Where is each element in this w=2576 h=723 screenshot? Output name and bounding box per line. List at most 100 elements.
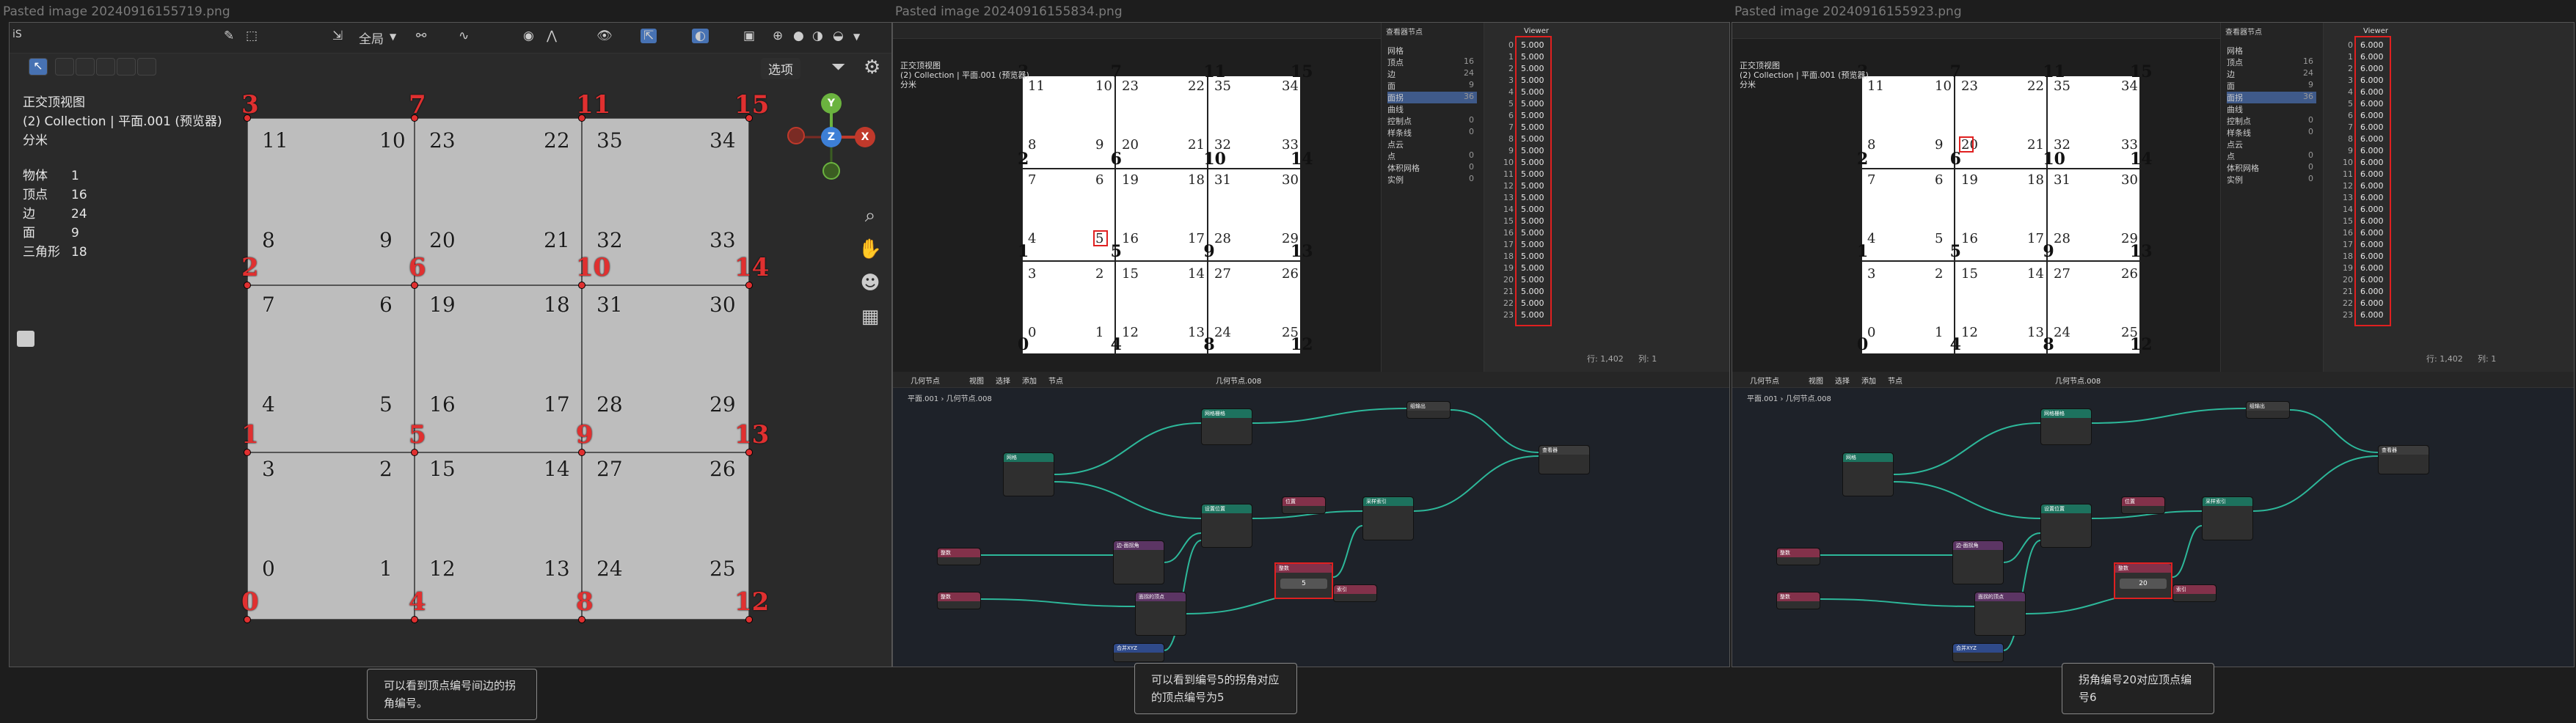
camera-icon[interactable]: ☻ — [860, 272, 880, 294]
menu-item[interactable]: 视图 — [1809, 378, 1823, 386]
graph-node[interactable]: 网格栅格 — [1201, 408, 1252, 445]
graph-node[interactable]: 整数 — [937, 548, 981, 565]
overlay-icon[interactable]: ◐ — [692, 29, 709, 43]
shading-dropdown-icon[interactable]: ▼ — [853, 32, 861, 42]
graph-node[interactable]: 整数 — [937, 592, 981, 609]
filter-icon[interactable]: ⏷ — [831, 56, 846, 77]
node-tree-name[interactable]: 几何节点.008 — [1216, 378, 1262, 386]
outliner-item[interactable]: 曲线 — [1387, 103, 1477, 115]
pan-hand-icon[interactable]: ✋ — [858, 238, 883, 260]
zoom-icon[interactable]: ⌕ — [864, 205, 876, 227]
gear-icon[interactable]: ⚙ — [864, 56, 881, 78]
select-mode-intersect-button[interactable] — [137, 58, 156, 76]
select-mode-extend-button[interactable] — [76, 58, 95, 76]
navigation-gizmo[interactable]: Y X Z — [787, 93, 875, 181]
vertex-point[interactable] — [411, 282, 418, 289]
viewport-3d[interactable]: iS ✎ ⬚ ⇲ 全局 ▼ ⚯ ∿ ◉ ⋀ 👁 ⇱ ◐ ▣ ⊕ ● ◑ ◒ ▼ … — [9, 22, 892, 667]
menu-item[interactable]: 节点 — [1888, 378, 1902, 386]
graph-node[interactable]: 设置位置 — [2040, 504, 2092, 548]
vertex-point[interactable] — [244, 616, 251, 623]
graph-node[interactable]: 网格 — [1003, 452, 1054, 496]
graph-node[interactable]: 组输出 — [2246, 401, 2290, 419]
gizmo-neg-y-axis[interactable] — [822, 162, 840, 180]
vertex-point[interactable] — [745, 282, 753, 289]
pivot-icon[interactable]: ⚯ — [416, 29, 427, 43]
vertex-point[interactable] — [411, 114, 418, 122]
graph-node[interactable]: 合并XYZ — [1113, 643, 1164, 662]
outliner-item[interactable]: 点云 — [2227, 139, 2316, 150]
integer-value-field[interactable]: 5 — [1280, 579, 1327, 589]
menu-item[interactable]: 视图 — [969, 378, 984, 386]
graph-node[interactable]: 网格 — [1842, 452, 1894, 496]
graph-node[interactable]: 组输出 — [1406, 401, 1451, 419]
graph-node[interactable]: 查看器 — [2378, 445, 2429, 474]
select-mode-invert-button[interactable] — [117, 58, 136, 76]
gizmo-z-axis[interactable]: Z — [821, 127, 842, 147]
material-shading-icon[interactable]: ◑ — [812, 29, 823, 43]
graph-node[interactable]: 索引 — [2172, 584, 2216, 602]
vertex-point[interactable] — [244, 449, 251, 456]
outliner-item[interactable]: 网格 — [2227, 45, 2316, 56]
select-mode-subtract-button[interactable] — [96, 58, 115, 76]
vertex-point[interactable] — [411, 616, 418, 623]
stats-toggle-icon[interactable] — [17, 331, 34, 347]
wireframe-shading-icon[interactable]: ⊕ — [773, 29, 784, 43]
gizmo-neg-x-axis[interactable] — [787, 127, 805, 144]
gizmo-x-axis[interactable]: X — [855, 127, 875, 147]
graph-node[interactable]: 位置 — [2121, 496, 2165, 514]
solid-shading-icon[interactable]: ● — [793, 29, 804, 43]
graph-node[interactable]: 查看器 — [1539, 445, 1590, 474]
graph-node[interactable]: 面拐的顶点 — [1974, 592, 2026, 636]
select-mode-new-button[interactable] — [55, 58, 74, 76]
graph-node[interactable]: 索引 — [1333, 584, 1377, 602]
grid-view-icon[interactable]: ▦ — [861, 306, 880, 328]
menu-item[interactable]: 选择 — [996, 378, 1010, 386]
xray-icon[interactable]: ▣ — [743, 29, 756, 43]
outliner-item[interactable]: 曲线 — [2227, 103, 2316, 115]
transform-orientation-icon[interactable]: ⇲ — [332, 29, 343, 43]
graph-node[interactable]: 采样索引 — [1362, 496, 1414, 540]
graph-node[interactable]: 设置位置 — [1201, 504, 1252, 548]
proportional-edit-icon[interactable]: ◉ — [523, 29, 534, 43]
menu-item[interactable]: 节点 — [1048, 378, 1063, 386]
graph-node[interactable]: 合并XYZ — [1952, 643, 2004, 662]
vertex-point[interactable] — [411, 449, 418, 456]
eyedropper-icon[interactable]: ✎ — [224, 29, 235, 43]
snap-icon[interactable]: ∿ — [459, 29, 470, 43]
menu-item[interactable]: 选择 — [1835, 378, 1850, 386]
outliner-item[interactable]: 网格 — [1387, 45, 1477, 56]
menu-item[interactable]: 添加 — [1861, 378, 1876, 386]
global-dropdown[interactable]: 全局 — [359, 32, 384, 47]
gizmo-toggle-icon[interactable]: ⇱ — [641, 29, 657, 43]
rendered-shading-icon[interactable]: ◒ — [833, 29, 844, 43]
graph-node[interactable]: 边-面拐角 — [1113, 540, 1164, 584]
graph-node[interactable]: 位置 — [1282, 496, 1326, 514]
vertex-point[interactable] — [745, 114, 753, 122]
graph-node[interactable]: 面拐的顶点 — [1135, 592, 1186, 636]
vertex-point[interactable] — [578, 616, 585, 623]
graph-node[interactable]: 采样索引 — [2202, 496, 2253, 540]
select-tool-button[interactable]: ↖ — [29, 58, 48, 76]
graph-node[interactable]: 整数 — [1776, 548, 1820, 565]
outliner-item[interactable]: 点云 — [1387, 139, 1477, 150]
editor-type-dropdown[interactable]: 几何节点 — [911, 378, 940, 386]
